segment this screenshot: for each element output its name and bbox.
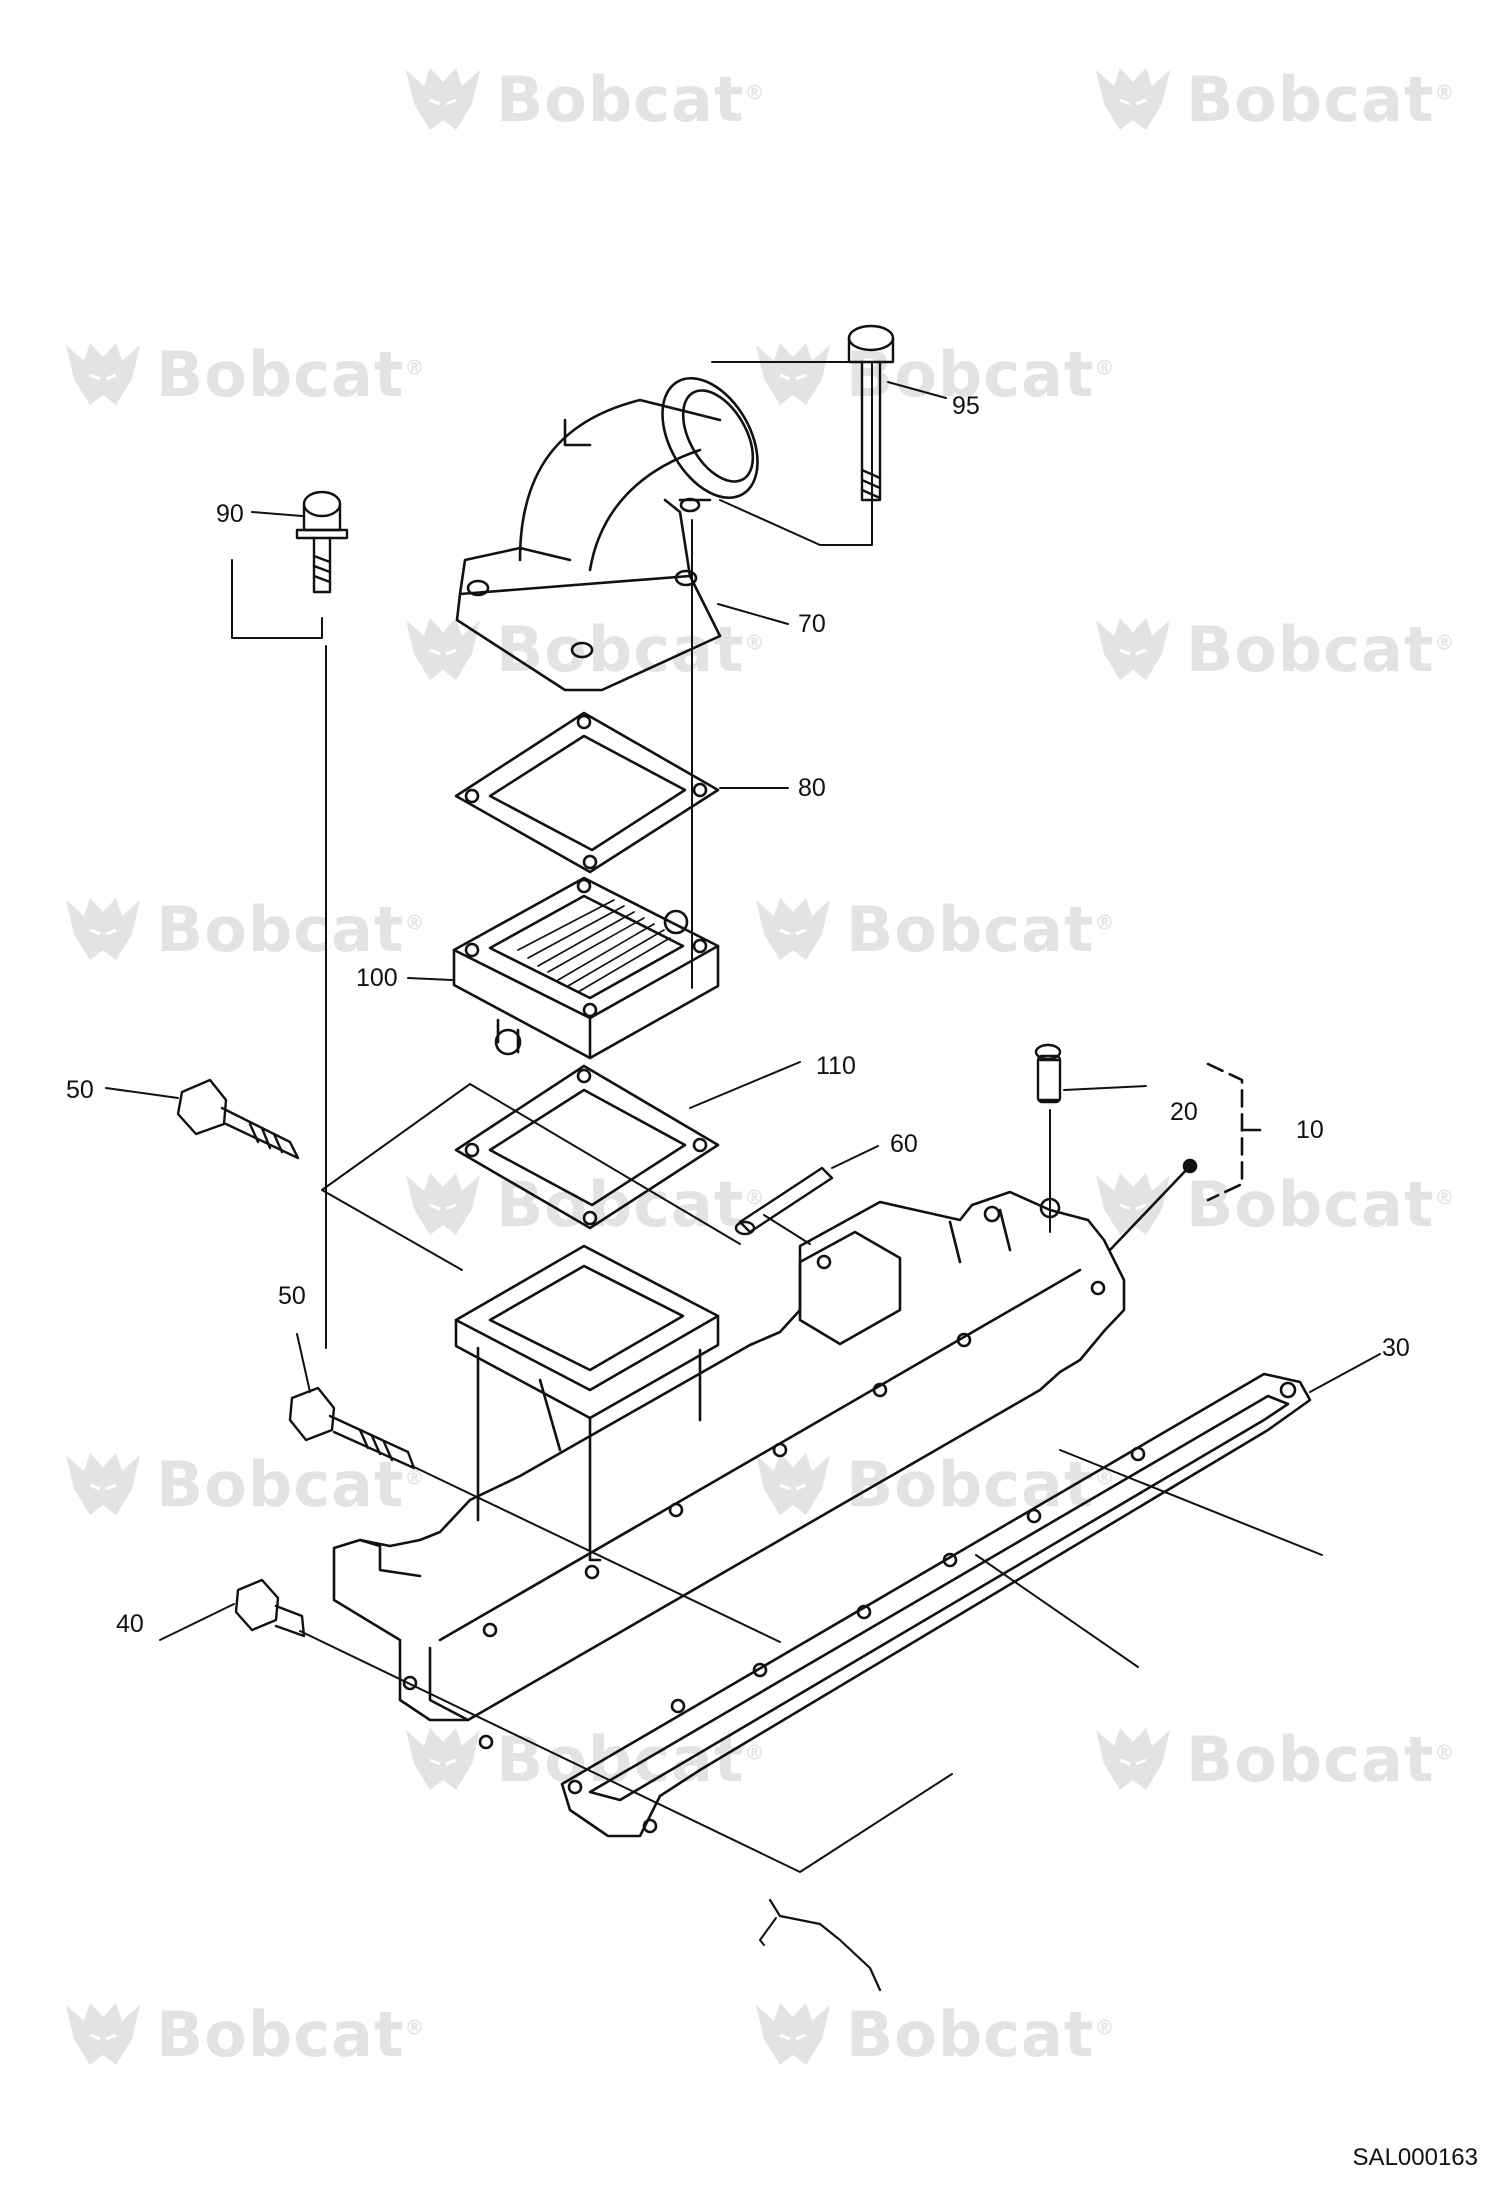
bobcat-logo-icon — [406, 68, 480, 130]
callout-95: 95 — [952, 392, 980, 420]
bolt-50a-path — [321, 1083, 741, 1271]
bobcat-logo-icon — [406, 1173, 480, 1235]
alignment-lines — [231, 361, 1323, 1946]
part-80-gasket — [454, 711, 720, 874]
part-40-bolt — [234, 1578, 306, 1638]
bobcat-logo-icon — [756, 2003, 830, 2065]
plug-line — [763, 1214, 811, 1245]
bobcat-watermark: Bobcat® — [750, 890, 1115, 968]
callout-100: 100 — [356, 964, 398, 992]
engine-break-outline — [768, 1898, 882, 1992]
bobcat-logo-icon — [1096, 1728, 1170, 1790]
bolt-95-path — [711, 361, 873, 546]
break-line-lower — [759, 1917, 777, 1946]
part-90-bolt — [295, 490, 349, 594]
callout-50-lower: 50 — [278, 1282, 306, 1310]
bobcat-logo-icon — [406, 1728, 480, 1790]
gasket-line-2 — [975, 1554, 1139, 1668]
bobcat-watermark: Bobcat® — [1090, 1720, 1455, 1798]
bobcat-watermark: Bobcat® — [750, 335, 1115, 413]
part-50-bolt-lower — [288, 1386, 416, 1470]
bobcat-watermark: Bobcat® — [750, 1995, 1115, 2073]
callout-40: 40 — [116, 1610, 144, 1638]
bobcat-watermark: Bobcat® — [400, 60, 765, 138]
callout-70: 70 — [798, 610, 826, 638]
bobcat-watermark: Bobcat® — [400, 1165, 765, 1243]
bobcat-logo-icon — [66, 343, 140, 405]
callout-50-upper: 50 — [66, 1076, 94, 1104]
callout-110: 110 — [816, 1052, 856, 1080]
bobcat-logo-icon — [406, 618, 480, 680]
bobcat-watermark: Bobcat® — [1090, 60, 1455, 138]
part-10-group-bracket — [1108, 1062, 1262, 1252]
part-100-heater — [452, 876, 720, 1060]
gasket-line-1 — [1059, 1449, 1323, 1556]
bobcat-watermark: Bobcat® — [1090, 1165, 1455, 1243]
part-70-elbow — [455, 376, 759, 692]
bobcat-watermark: Bobcat® — [60, 890, 425, 968]
callout-30: 30 — [1382, 1334, 1410, 1362]
part-20-sensor — [1034, 1043, 1062, 1104]
bobcat-logo-icon — [1096, 1173, 1170, 1235]
part-30-gasket — [560, 1372, 1312, 1838]
bobcat-watermark: Bobcat® — [1090, 610, 1455, 688]
part-60-rod — [734, 1166, 834, 1236]
part-10-manifold — [332, 1190, 1126, 1750]
bobcat-watermark: Bobcat® — [60, 1995, 425, 2073]
bolt-50b-path — [411, 1465, 781, 1643]
callout-80: 80 — [798, 774, 826, 802]
part-95-bolt — [847, 324, 895, 502]
bolt-90-path — [231, 559, 323, 639]
callout-60: 60 — [890, 1130, 918, 1158]
document-id: SAL000163 — [1352, 2144, 1478, 2171]
bobcat-logo-icon — [756, 898, 830, 960]
bobcat-logo-icon — [1096, 618, 1170, 680]
bobcat-logo-icon — [756, 1453, 830, 1515]
callout-leaders — [105, 381, 1381, 1641]
bobcat-watermark: Bobcat® — [60, 1445, 425, 1523]
part-110-gasket — [454, 1064, 720, 1230]
bobcat-logo-icon — [66, 898, 140, 960]
part-50-bolt-upper — [176, 1078, 300, 1160]
bobcat-logo-icon — [66, 1453, 140, 1515]
callout-10: 10 — [1296, 1116, 1324, 1144]
bobcat-watermark: Bobcat® — [60, 335, 425, 413]
bobcat-watermark: Bobcat® — [750, 1445, 1115, 1523]
bobcat-watermark: Bobcat® — [400, 1720, 765, 1798]
bolt-40-path — [299, 1630, 953, 1873]
callout-90: 90 — [216, 500, 244, 528]
bobcat-logo-icon — [66, 2003, 140, 2065]
callout-20: 20 — [1170, 1098, 1198, 1126]
bobcat-logo-icon — [756, 343, 830, 405]
bobcat-logo-icon — [1096, 68, 1170, 130]
